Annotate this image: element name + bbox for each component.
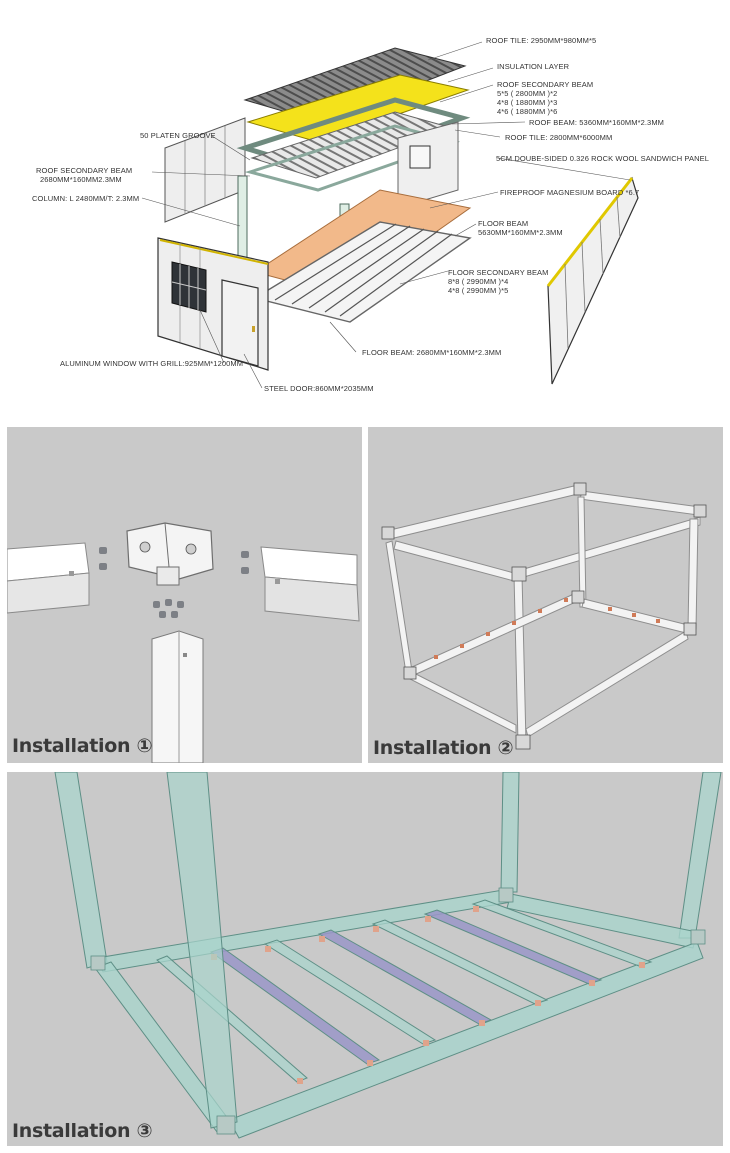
label-floor-secondary-beam-spec-2: 4*8 ( 2990MM )*5 bbox=[448, 286, 509, 295]
installation-step-3-illustration bbox=[54, 772, 722, 1139]
label-column: COLUMN: L 2480MM/T: 2.3MM bbox=[32, 194, 140, 203]
installation-step-1-illustration bbox=[7, 522, 360, 763]
label-roof-tile: ROOF TILE: 2950MM*980MM*5 bbox=[486, 36, 597, 45]
column bbox=[237, 175, 248, 265]
exploded-diagram: ROOF TILE: 2950MM*980MM*5 INSULATION LAY… bbox=[0, 0, 730, 420]
label-roof-secondary-beam-spec-1: 5*5 ( 2800MM )*2 bbox=[497, 89, 558, 98]
installation-step-2-caption: Installation ② bbox=[373, 737, 514, 759]
label-roof-secondary-beam: ROOF SECONDARY BEAM bbox=[497, 80, 594, 89]
label-floor-beam-spec: 5630MM*160MM*2.3MM bbox=[478, 228, 563, 237]
steel-door bbox=[221, 279, 259, 367]
installation-step-2-illustration bbox=[381, 482, 707, 750]
label-roof-secondary-beam-left-spec: 2680MM*160MM2.3MM bbox=[40, 175, 122, 184]
installation-step-2-panel: Installation ② bbox=[368, 427, 723, 763]
installation-step-3-caption: Installation ③ bbox=[12, 1120, 153, 1142]
installation-step-3-panel: Installation ③ bbox=[7, 772, 723, 1146]
label-roof-secondary-beam-left: ROOF SECONDARY BEAM bbox=[36, 166, 133, 175]
label-fireproof-board: FIREPROOF MAGNESIUM BOARD *6.7 bbox=[500, 188, 640, 197]
label-roof-secondary-beam-spec-2: 4*8 ( 1880MM )*3 bbox=[497, 98, 558, 107]
label-insulation-layer: INSULATION LAYER bbox=[497, 62, 570, 71]
exploded-diagram-illustration bbox=[141, 41, 639, 389]
label-roof-tile-2: ROOF TILE: 2800MM*6000MM bbox=[505, 133, 613, 142]
installation-step-1-panel: Installation ① bbox=[7, 427, 362, 763]
label-roof-beam: ROOF BEAM: 5360MM*160MM*2.3MM bbox=[529, 118, 665, 127]
label-roof-secondary-beam-spec-3: 4*6 ( 1880MM )*6 bbox=[497, 107, 558, 116]
sandwich-panel bbox=[547, 176, 639, 385]
aluminum-window bbox=[171, 261, 207, 313]
label-floor-beam-bottom: FLOOR BEAM: 2680MM*160MM*2.3MM bbox=[362, 348, 502, 357]
label-floor-secondary-beam: FLOOR SECONDARY BEAM bbox=[448, 268, 549, 277]
label-platen-groove: 50 PLATEN GROOVE bbox=[140, 131, 216, 140]
label-floor-secondary-beam-spec-1: 8*8 ( 2990MM )*4 bbox=[448, 277, 509, 286]
installation-step-1-caption: Installation ① bbox=[12, 735, 153, 757]
label-aluminum-window: ALUMINUM WINDOW WITH GRILL:925MM*1200MM bbox=[60, 359, 244, 368]
insulation-layer bbox=[246, 74, 470, 143]
label-steel-door: STEEL DOOR:860MM*2035MM bbox=[264, 384, 374, 393]
label-sandwich-panel: 5CM DOUBE-SIDED 0.326 ROCK WOOL SANDWICH… bbox=[496, 154, 709, 163]
label-floor-beam: FLOOR BEAM bbox=[478, 219, 529, 228]
